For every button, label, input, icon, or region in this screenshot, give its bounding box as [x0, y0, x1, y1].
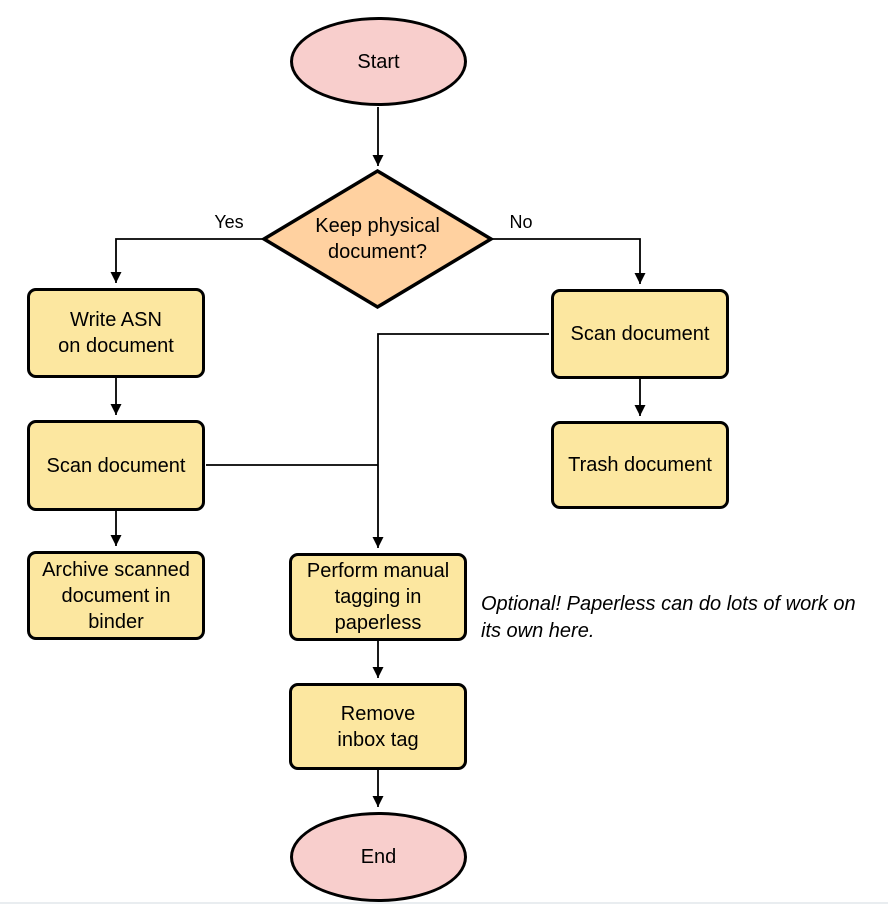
- end-node: End: [290, 812, 467, 902]
- trash-document-node: Trash document: [551, 421, 729, 509]
- remove-inbox-tag-node: Remove inbox tag: [289, 683, 467, 770]
- edge-scan-right-tagging: [372, 333, 549, 548]
- edge-decision-write-asn: [110, 238, 263, 283]
- optional-note-line1: Optional! Paperless can do lots of work …: [481, 593, 856, 615]
- start-node: Start: [290, 17, 467, 106]
- edge-decision-scan-right: [492, 238, 646, 284]
- decision-node-label: Keep physical document?: [315, 215, 440, 263]
- scan-document-left-node: Scan document: [27, 420, 205, 511]
- write-asn-node: Write ASN on document: [27, 288, 205, 378]
- decision-diamond-shape: [260, 168, 495, 310]
- bottom-hairline: [0, 902, 888, 904]
- archive-document-node: Archive scanned document in binder: [27, 551, 205, 640]
- edge-label-yes: Yes: [203, 212, 255, 232]
- manual-tagging-node: Perform manual tagging in paperless: [289, 553, 467, 641]
- optional-note: Optional! Paperless can do lots of work …: [481, 591, 888, 645]
- scan-document-right-node: Scan document: [551, 289, 729, 379]
- optional-note-line2: its own here.: [481, 620, 595, 642]
- edge-label-no: No: [495, 212, 547, 232]
